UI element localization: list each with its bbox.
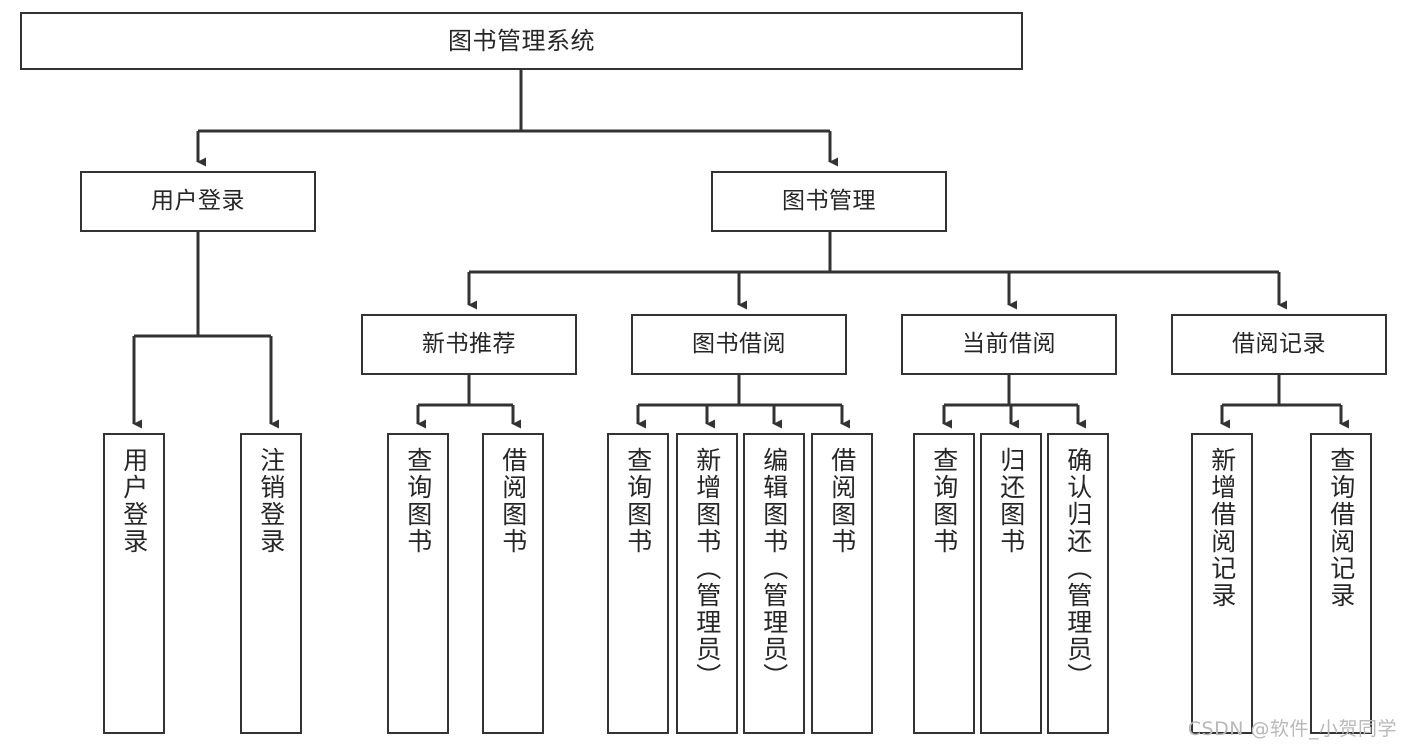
node-label: 新增图书（管理员） — [692, 447, 722, 690]
node-label: 借阅图书 — [498, 447, 528, 555]
node-label: 图书管理 — [782, 187, 876, 214]
node-book-management[interactable]: 图书管理 — [711, 171, 947, 232]
node-borrow-record[interactable]: 借阅记录 — [1171, 314, 1387, 375]
node-label: 注销登录 — [256, 447, 286, 555]
node-label: 用户登录 — [151, 187, 245, 214]
leaf-new-book-query-book[interactable]: 查询图书 — [387, 433, 449, 734]
node-label: 当前借阅 — [962, 330, 1056, 357]
node-label: 新增借阅记录 — [1207, 447, 1237, 609]
leaf-current-borrow-return-book[interactable]: 归还图书 — [980, 433, 1042, 734]
node-label: 借阅图书 — [827, 447, 857, 555]
leaf-borrow-record-add-record[interactable]: 新增借阅记录 — [1191, 433, 1253, 734]
node-label: 查询图书 — [403, 447, 433, 555]
node-root-book-management-system[interactable]: 图书管理系统 — [20, 12, 1023, 70]
node-user-login[interactable]: 用户登录 — [80, 171, 316, 232]
leaf-book-borrow-borrow-book[interactable]: 借阅图书 — [811, 433, 873, 734]
node-label: 新书推荐 — [422, 330, 516, 357]
node-label: 查询图书 — [623, 447, 653, 555]
node-current-borrow[interactable]: 当前借阅 — [901, 314, 1117, 375]
node-label: 归还图书 — [996, 447, 1026, 555]
node-book-borrow[interactable]: 图书借阅 — [631, 314, 847, 375]
node-label: 查询借阅记录 — [1326, 447, 1356, 609]
leaf-user-login-logout[interactable]: 注销登录 — [240, 433, 302, 734]
node-label: 查询图书 — [929, 447, 959, 555]
leaf-book-borrow-edit-book-admin[interactable]: 编辑图书（管理员） — [743, 433, 805, 734]
leaf-current-borrow-query-book[interactable]: 查询图书 — [913, 433, 975, 734]
leaf-borrow-record-query-record[interactable]: 查询借阅记录 — [1310, 433, 1372, 734]
leaf-user-login-login[interactable]: 用户登录 — [103, 433, 165, 734]
leaf-book-borrow-query-book[interactable]: 查询图书 — [607, 433, 669, 734]
node-label: 用户登录 — [119, 447, 149, 555]
node-label: 图书管理系统 — [448, 26, 595, 55]
node-label: 编辑图书（管理员） — [759, 447, 789, 690]
leaf-new-book-borrow-book[interactable]: 借阅图书 — [482, 433, 544, 734]
watermark-text: CSDN @软件_小贺同学 — [1187, 718, 1397, 740]
node-new-book-recommend[interactable]: 新书推荐 — [361, 314, 577, 375]
node-label: 借阅记录 — [1232, 330, 1326, 357]
node-label: 确认归还（管理员） — [1063, 447, 1093, 690]
leaf-current-borrow-confirm-return-admin[interactable]: 确认归还（管理员） — [1047, 433, 1109, 734]
leaf-book-borrow-add-book-admin[interactable]: 新增图书（管理员） — [676, 433, 738, 734]
node-label: 图书借阅 — [692, 330, 786, 357]
